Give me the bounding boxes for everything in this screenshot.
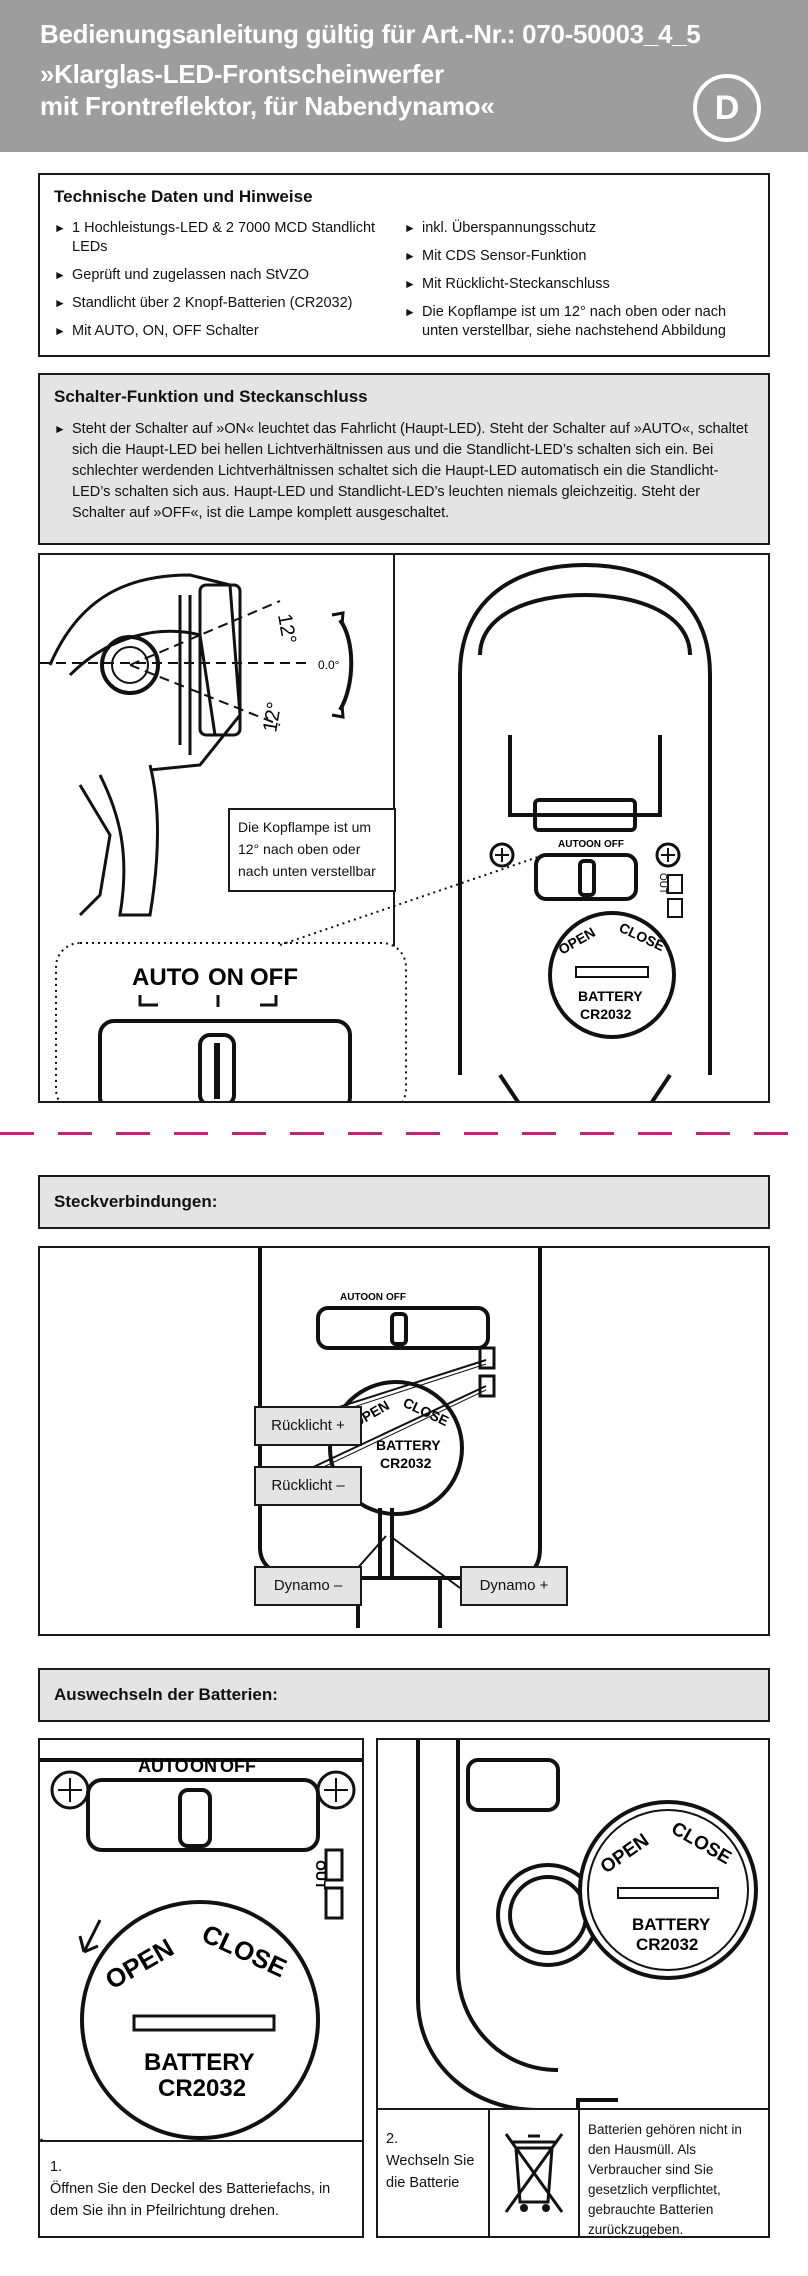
switch-label-auto: AUTO [132, 964, 200, 991]
crossed-bin-icon [504, 2133, 564, 2213]
language-badge: D [693, 74, 761, 142]
product-name-line1: »Klarglas-LED-Frontscheinwerfer [40, 59, 444, 89]
bullet-arrow-icon: ► [54, 268, 66, 282]
tech-list-left: ►1 Hochleistungs-LED & 2 7000 MCD Standl… [54, 219, 404, 350]
battery-step1-text: 1. Öffnen Sie den Deckel des Batteriefac… [38, 2140, 364, 2238]
bat-switch-label-off: OFF [220, 1756, 256, 1776]
tilt-caption: Die Kopflampe ist um 12° nach oben oder … [228, 808, 396, 892]
bat-lid-close-label: CLOSE [197, 1918, 291, 1983]
tech-data-box: Technische Daten und Hinweise ►1 Hochlei… [38, 173, 770, 357]
connections-title-bar: Steckverbindungen: [38, 1175, 770, 1229]
bullet-arrow-icon: ► [54, 422, 66, 436]
bullet-arrow-icon: ► [404, 305, 416, 319]
switch-label-on: ON [208, 964, 244, 991]
front-switch-label-off: OFF [604, 839, 624, 850]
rear-light-plus-label: Rücklicht + [254, 1406, 362, 1446]
lid-close-label: CLOSE [617, 919, 667, 954]
section-divider [0, 1132, 808, 1135]
bat-switch-label-on: ON [190, 1756, 217, 1776]
bat-battery-label: BATTERY [144, 2049, 255, 2076]
manual-title: Bedienungsanleitung gültig für Art.-Nr.:… [40, 19, 701, 49]
dynamo-plus-label: Dynamo + [460, 1566, 568, 1606]
front-switch-label-auto: AUTO [558, 839, 586, 850]
switch-label-off: OFF [250, 964, 298, 991]
bullet-arrow-icon: ► [404, 221, 416, 235]
rotate-arrow-icon [78, 1919, 102, 1954]
connections-figure: AUTO ON OFF OPEN CLOSE BATTERY CR2032 Rü… [38, 1246, 770, 1636]
disposal-symbol-box [488, 2108, 580, 2238]
switch-knob-icon [198, 1033, 236, 1101]
battery-step2-text: 2. Wechseln Sie die Batterie [376, 2108, 490, 2238]
lamp-front-view-icon [458, 562, 712, 1101]
front-switch-label-on: ON [586, 839, 601, 850]
bullet-arrow-icon: ► [54, 221, 66, 235]
rear-minus-socket-icon [478, 1374, 496, 1398]
removed-battery-type-label: CR2032 [636, 1935, 698, 1954]
bat-out-label: OUT [313, 1860, 329, 1890]
bullet-arrow-icon: ► [54, 324, 66, 338]
lamp-side-view-icon [48, 573, 242, 917]
disposal-note: Batterien gehören nicht in den Hausmüll.… [578, 2108, 770, 2238]
bullet-arrow-icon: ► [404, 249, 416, 263]
switch-function-text: Steht der Schalter auf »ON« leuchtet das… [72, 421, 748, 521]
removed-battery-label: BATTERY [632, 1915, 711, 1934]
list-item: ►inkl. Überspannungsschutz [404, 220, 597, 236]
battery-label: BATTERY [578, 988, 643, 1004]
tech-data-title: Technische Daten und Hinweise [54, 187, 313, 206]
removed-lid-icon [578, 1800, 758, 1980]
switch-housing-icon [98, 1019, 352, 1101]
bullet-arrow-icon: ► [404, 277, 416, 291]
angle-zero-label: 0.0° [318, 658, 340, 672]
conn-switch-label-off: OFF [386, 1292, 406, 1303]
lid-open-label: OPEN [556, 924, 598, 958]
conn-switch-label-auto: AUTO [340, 1292, 368, 1303]
conn-battery-lid-icon [328, 1380, 464, 1516]
battery-change-title: Auswechseln der Batterien: [54, 1685, 278, 1704]
battery-change-title-bar: Auswechseln der Batterien: [38, 1668, 770, 1722]
product-name-line2: mit Frontreflektor, für Nabendynamo« [40, 91, 495, 121]
conn-battery-label: BATTERY [376, 1437, 441, 1453]
rear-light-minus-label: Rücklicht – [254, 1466, 362, 1506]
out-label: OUT [657, 873, 668, 894]
conn-battery-type-label: CR2032 [380, 1455, 432, 1471]
adjust-arc-icon [338, 618, 354, 712]
battery-type-label: CR2032 [580, 1006, 632, 1022]
connections-title: Steckverbindungen: [54, 1192, 218, 1211]
battery-replace-illustration: OPEN CLOSE BATTERY CR2032 [416, 1740, 758, 2120]
angle-down-label: 12° [259, 700, 286, 734]
list-item: ►Mit Rücklicht-Steckanschluss [404, 276, 610, 292]
bullet-arrow-icon: ► [54, 296, 66, 310]
switch-function-box: Schalter-Funktion und Steckanschluss ► St… [38, 373, 770, 545]
list-item: ►Mit AUTO, ON, OFF Schalter [54, 323, 259, 339]
bat-lid-icon [80, 1900, 320, 2140]
lamp-illustration: 12° 12° 0.0° AUTO ON OFF AUTO ON [40, 555, 712, 1101]
tech-list-right: ►inkl. Überspannungsschutz ►Mit CDS Sens… [404, 219, 754, 350]
battery-lid-icon [548, 911, 676, 1039]
list-item: ►Die Kopflampe ist um 12° nach oben oder… [404, 304, 727, 339]
bat-switch-label-auto: AUTO [138, 1756, 189, 1776]
switch-function-title: Schalter-Funktion und Steckanschluss [54, 387, 368, 406]
bat-battery-type-label: CR2032 [158, 2075, 246, 2102]
connections-illustration: AUTO ON OFF OPEN CLOSE BATTERY CR2032 [257, 1248, 542, 1628]
conn-lid-close-label: CLOSE [401, 1394, 451, 1429]
list-item: ►Geprüft und zugelassen nach StVZO [54, 267, 309, 283]
switch-function-text-wrap: ► Steht der Schalter auf »ON« leuchtet da… [54, 419, 754, 524]
angle-up-label: 12° [273, 612, 300, 646]
lamp-adjustment-figure: 12° 12° 0.0° AUTO ON OFF AUTO ON [38, 553, 770, 1103]
rear-plus-socket-icon [478, 1346, 496, 1370]
header-banner: Bedienungsanleitung gültig für Art.-Nr.:… [0, 0, 808, 152]
list-item: ►Mit CDS Sensor-Funktion [404, 248, 587, 264]
dynamo-minus-label: Dynamo – [254, 1566, 362, 1606]
conn-switch-label-on: ON [368, 1292, 383, 1303]
list-item: ►1 Hochleistungs-LED & 2 7000 MCD Standl… [54, 220, 376, 255]
list-item: ►Standlicht über 2 Knopf-Batterien (CR20… [54, 295, 353, 311]
